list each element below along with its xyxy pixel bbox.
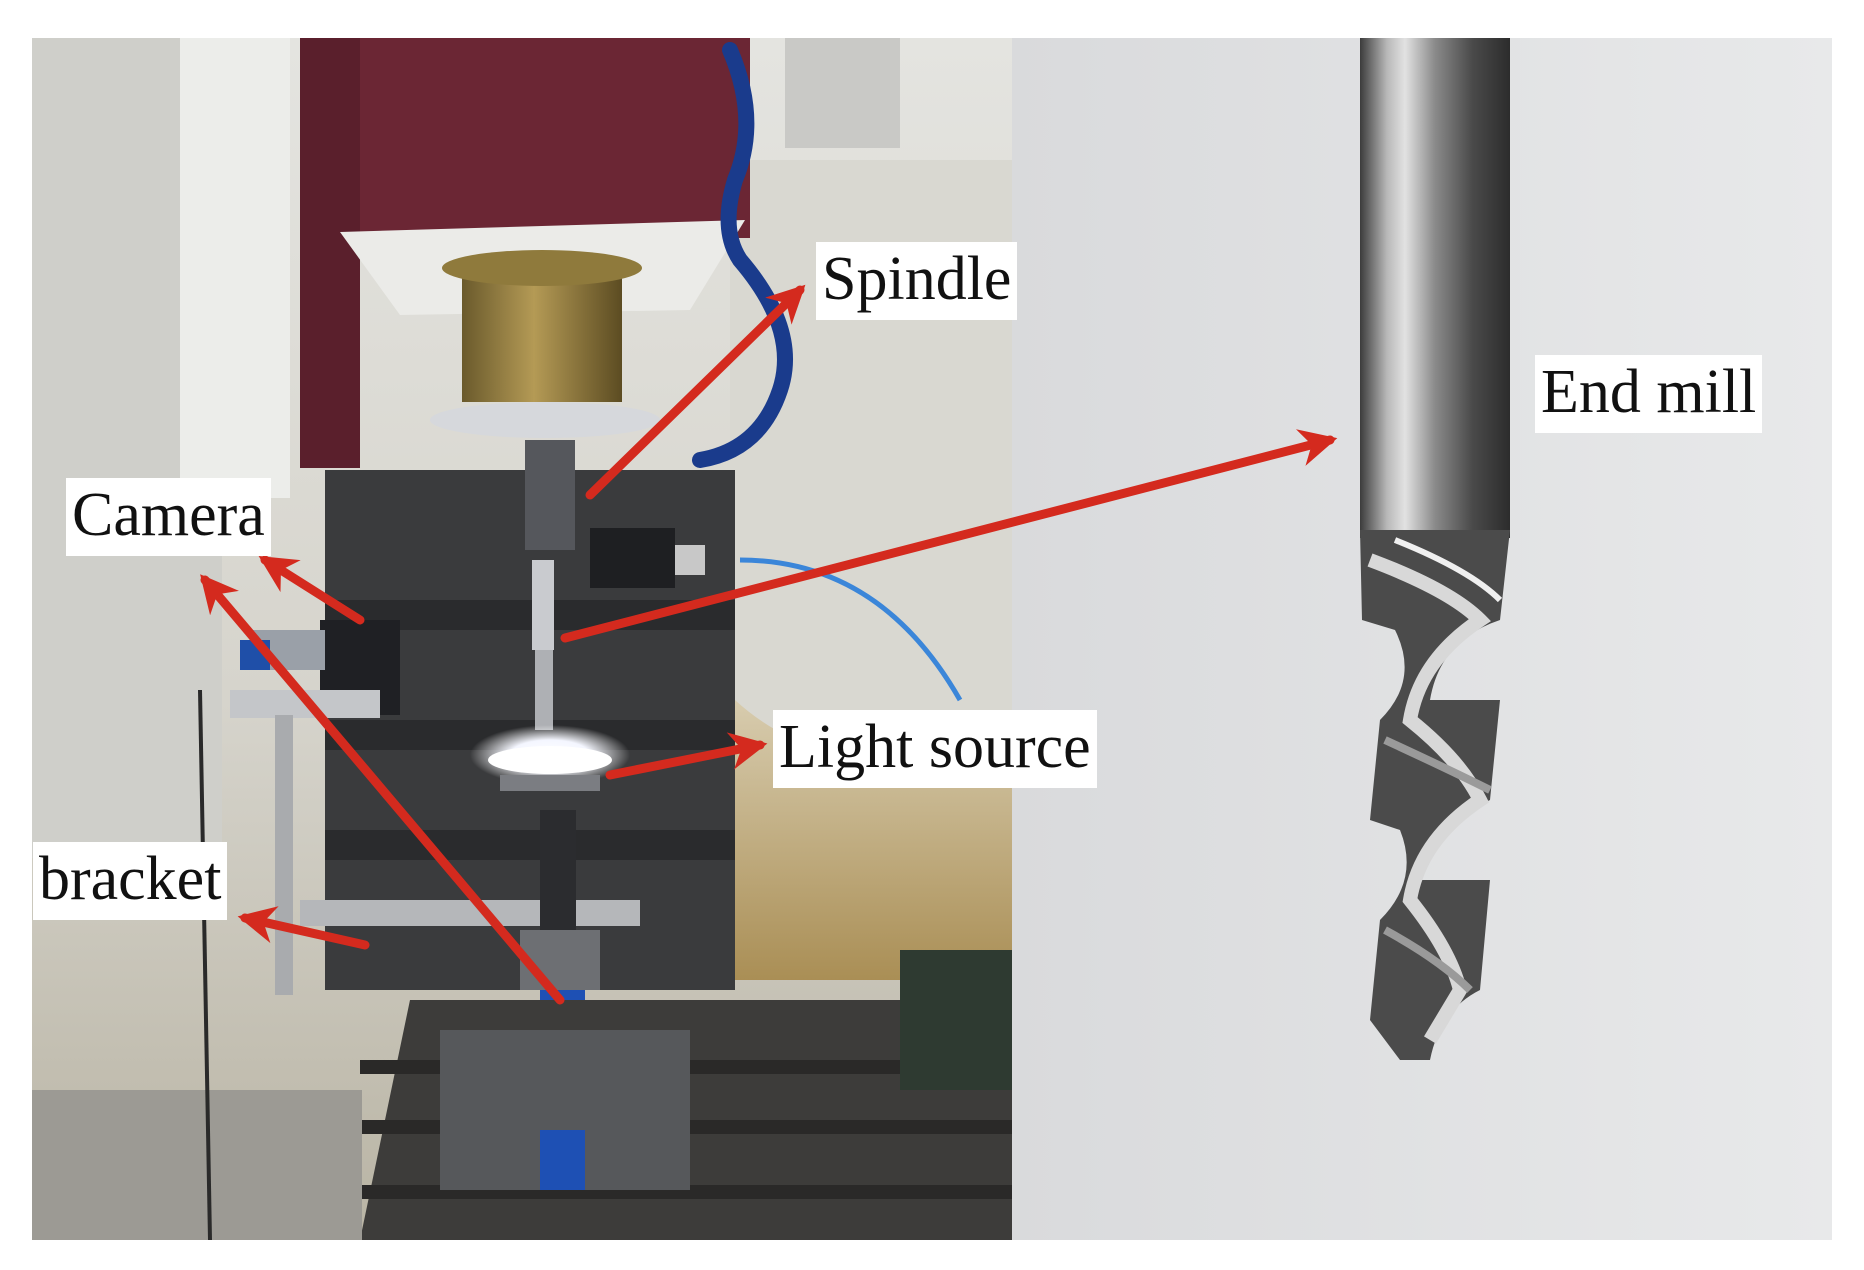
bracket-arrow [237, 906, 370, 950]
end-mill-closeup-photo [1012, 38, 1832, 1240]
light-source-label: Light source [773, 710, 1097, 788]
camera-arrow-lower [200, 574, 565, 1005]
end-mill-label: End mill [1535, 355, 1763, 433]
light-source-arrow [605, 732, 768, 780]
annotation-arrows [200, 284, 1338, 1005]
bracket-label: bracket [33, 842, 228, 920]
camera-arrow-upper [258, 555, 365, 625]
camera-label: Camera [66, 478, 271, 556]
end-mill-arrow [560, 429, 1338, 643]
machine-setup-photo [32, 38, 1012, 1241]
spindle-arrow [585, 284, 806, 500]
spindle-label: Spindle [816, 242, 1018, 320]
